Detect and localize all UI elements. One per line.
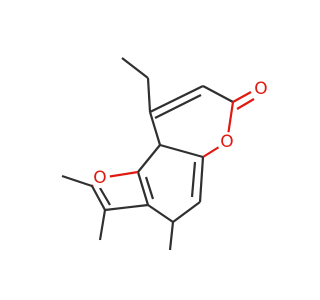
c5-c5a-double-bond-inner — [190, 161, 197, 198]
c5a-c9a-bond — [159, 143, 204, 159]
c9-c8-double-bond-inner — [154, 94, 202, 119]
c3a-c4-bond — [147, 204, 174, 223]
pyranone-ring-oxygen-label-background — [217, 132, 237, 152]
molecule-structure-diagram: O O O — [61, 57, 271, 251]
c9a-c9b-bond — [137, 144, 161, 173]
c8-c7-bond — [202, 85, 234, 103]
c3-c3a-bond — [104, 203, 149, 212]
carbonyl-oxygen-label-background — [251, 79, 271, 99]
furan-oxygen-label-background — [90, 168, 110, 188]
ethyl-ch2-ring-bond — [146, 77, 152, 113]
c9-c8-double-bond-outer — [149, 85, 204, 113]
c3-methyl-bond — [98, 209, 107, 241]
carbonyl-oxygen-label: O — [254, 79, 267, 99]
c9b-c3a-bond — [136, 171, 150, 206]
c9b-c3a-double-bond-inner — [144, 176, 155, 200]
c2-methyl-bond — [61, 174, 93, 188]
c2-c3-bond — [91, 185, 106, 211]
c5-c5a-bond — [198, 156, 205, 203]
c2-c3-double-bond-inner — [99, 187, 111, 206]
c9-c9a-bond — [148, 111, 162, 146]
ethyl-ch3-ch2-bond — [121, 57, 149, 79]
pyranone-ring-oxygen-label: O — [220, 132, 233, 152]
furan-oxygen-label: O — [93, 168, 106, 188]
c4-c5-bond — [172, 201, 201, 223]
c7-carbonyl-double-bond-b — [236, 98, 255, 110]
c7-carbonyl-double-bond-a — [232, 91, 252, 103]
c4-methyl-bond — [168, 221, 175, 251]
